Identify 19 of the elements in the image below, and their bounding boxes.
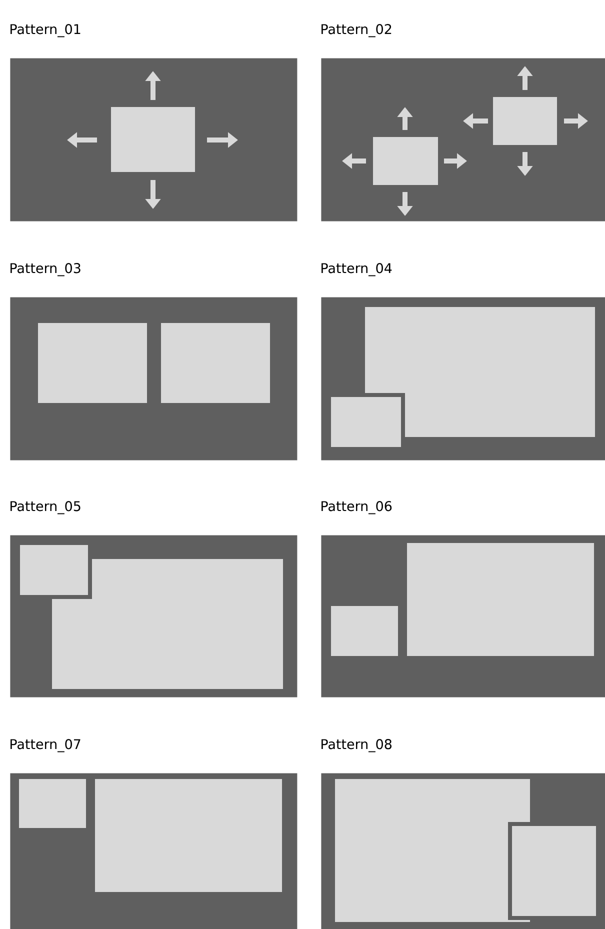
screen-box: [52, 559, 283, 689]
panel-heading: Pattern_08: [322, 739, 392, 752]
screen-box: [493, 97, 557, 145]
panel-heading: Pattern_01: [10, 24, 80, 38]
panel-heading: Pattern_04: [322, 263, 392, 276]
screen-box: [365, 307, 595, 437]
panel-heading: Pattern_03: [10, 263, 80, 276]
panel-heading: Pattern_02: [322, 24, 392, 38]
screen-box: [373, 137, 438, 185]
screen-box: [111, 107, 195, 172]
screen-box: [407, 543, 594, 656]
panel-heading: Pattern_06: [322, 501, 392, 514]
screen-box: [95, 779, 282, 892]
screen-box: [331, 606, 398, 656]
panel-heading: Pattern_07: [10, 739, 80, 752]
screen-box: [19, 779, 86, 828]
screen-box: [161, 323, 270, 403]
panel-heading: Pattern_05: [10, 501, 80, 514]
screen-box: [38, 323, 147, 403]
